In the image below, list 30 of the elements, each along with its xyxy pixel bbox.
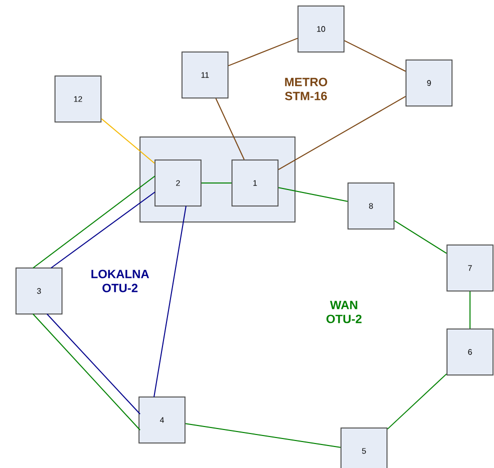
node-box: 1 [232,160,278,206]
node-box: 12 [54,76,102,122]
node-box: 3 [16,268,62,314]
link-line [101,118,155,164]
link-line [344,40,406,72]
node-box: 7 [446,244,494,292]
link-line [228,38,298,66]
network-label: METRO STM-16 [285,78,328,100]
node-box: 10 [298,6,344,52]
network-label: LOKALNA OTU-2 [91,270,149,292]
link-line [46,314,140,414]
link-line [201,182,232,184]
node-box: 4 [138,396,186,444]
link-line [394,220,447,254]
network-label: WAN OTU-2 [326,300,362,324]
node-box: 5 [340,428,388,468]
node-box: 8 [348,182,394,230]
link-line [32,314,140,430]
link-line [215,98,245,160]
node-box: 6 [446,328,494,376]
link-line [185,423,341,448]
node-box: 9 [406,60,452,106]
link-line [50,192,156,268]
link-line [32,176,156,268]
link-line [387,373,447,430]
link-line [278,96,406,170]
node-box: 11 [182,52,228,98]
link-line [278,187,348,202]
link-line [154,206,186,398]
node-box: 2 [154,160,202,206]
